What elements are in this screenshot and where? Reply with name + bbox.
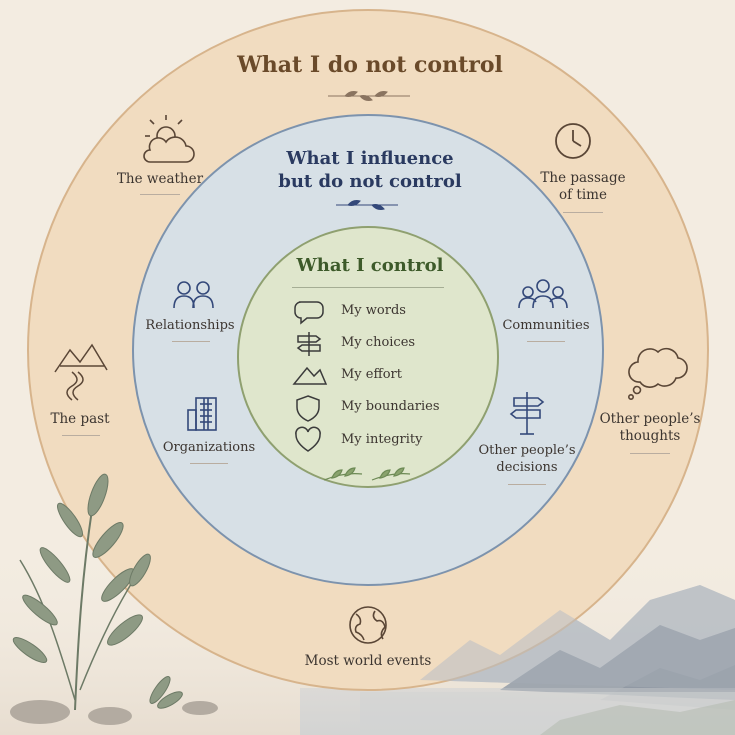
middle-ring-title-line1: What I influence [286,148,454,169]
communities-rule [527,341,565,342]
outer-title-divider [328,91,410,101]
label-my-integrity: My integrity [341,432,423,447]
label-my-choices: My choices [341,335,416,350]
middle-title-divider [336,200,398,210]
label-relationships: Relationships [145,318,235,333]
clock-icon [555,123,591,159]
label-most-world-events: Most world events [304,653,432,669]
label-the-past: The past [50,411,110,427]
past-rule [62,435,100,436]
shield-icon [296,395,320,422]
relationships-rule [172,341,210,342]
mountain-icon [292,366,328,385]
thoughts-rule [630,453,670,454]
building-icon [187,397,217,431]
inner-bottom-sprig [323,467,411,481]
inner-title-rule [292,287,444,288]
plant-illustration [12,473,183,711]
thought-bubble-icon [627,347,688,400]
heart-icon [295,426,321,452]
label-communities: Communities [502,318,590,333]
label-passage-of-time-line1: The passage [540,170,626,186]
label-other-peoples-thoughts-line2: thoughts [619,428,681,444]
people-pair-icon [173,281,214,309]
label-other-peoples-decisions-line2: decisions [496,460,558,475]
label-my-effort: My effort [341,367,402,382]
label-passage-of-time-line2: of time [559,187,607,203]
label-passage-of-time: The passage of time [528,170,638,204]
signpost-icon [509,392,545,435]
inner-ring-control [237,226,499,488]
label-other-peoples-decisions: Other people’s decisions [472,442,582,476]
sun-cloud-icon [143,115,195,163]
people-group-icon [518,279,568,309]
decisions-rule [508,484,546,485]
mountain-road-icon [54,343,108,401]
weather-rule [140,194,180,195]
middle-ring-title-line2: but do not control [278,171,462,192]
label-my-boundaries: My boundaries [341,399,440,414]
label-other-peoples-thoughts-line1: Other people’s [599,411,701,427]
label-my-words: My words [341,303,406,318]
rocks-illustration [10,700,218,725]
label-other-peoples-thoughts: Other people’s thoughts [595,411,705,445]
inner-ring-title: What I control [296,255,444,276]
label-other-peoples-decisions-line1: Other people’s [478,443,576,458]
label-organizations: Organizations [162,440,256,455]
globe-icon [349,606,387,644]
passage-rule [563,212,603,213]
speech-bubble-icon [294,301,324,325]
middle-ring-title: What I influence but do not control [240,147,500,193]
signpost-icon [296,332,322,356]
label-the-weather: The weather [116,171,204,187]
organizations-rule [190,463,228,464]
outer-ring-title: What I do not control [237,52,503,78]
